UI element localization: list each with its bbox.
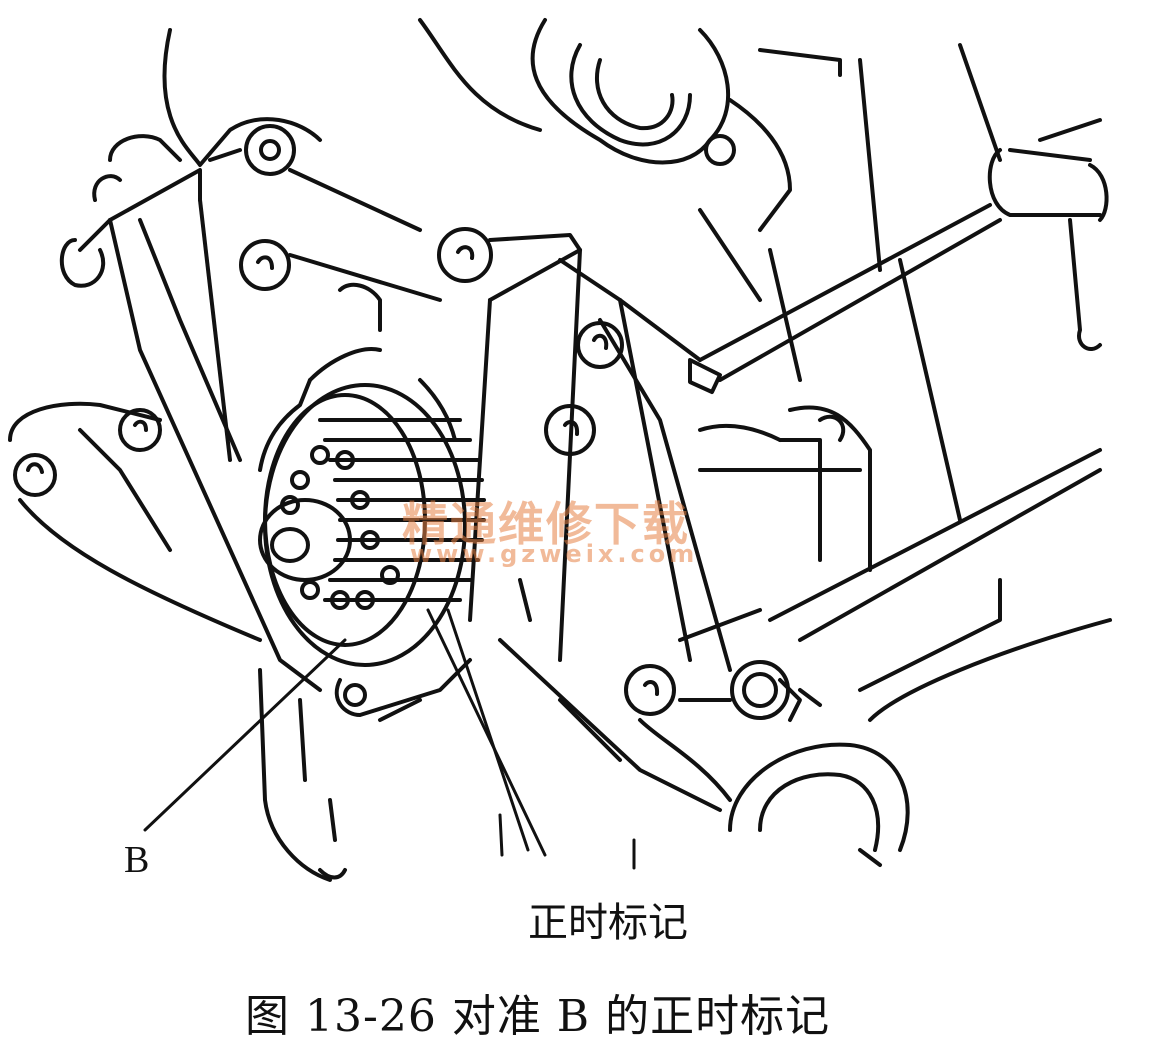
figure-caption: 图 13-26 对准 B 的正时标记 <box>245 991 831 1042</box>
leader-timing-2 <box>446 608 530 852</box>
timing-mark-tick-1 <box>498 813 504 857</box>
engine-block <box>162 18 1112 722</box>
sprocket-gear <box>258 282 486 667</box>
leader-b <box>143 638 347 832</box>
bracket-assembly <box>8 124 582 692</box>
watermark-text: 精通维修下载 <box>402 497 690 551</box>
linkage-rods <box>544 258 822 802</box>
crank-pulley <box>728 742 910 867</box>
label-part-b: B <box>124 839 150 881</box>
leader-timing-1 <box>426 608 547 857</box>
label-timing-mark: 正时标记 <box>528 900 688 946</box>
lower-bracket <box>258 578 722 882</box>
watermark-url: www.gzweix.com <box>410 540 699 568</box>
leader-lines <box>143 608 636 870</box>
